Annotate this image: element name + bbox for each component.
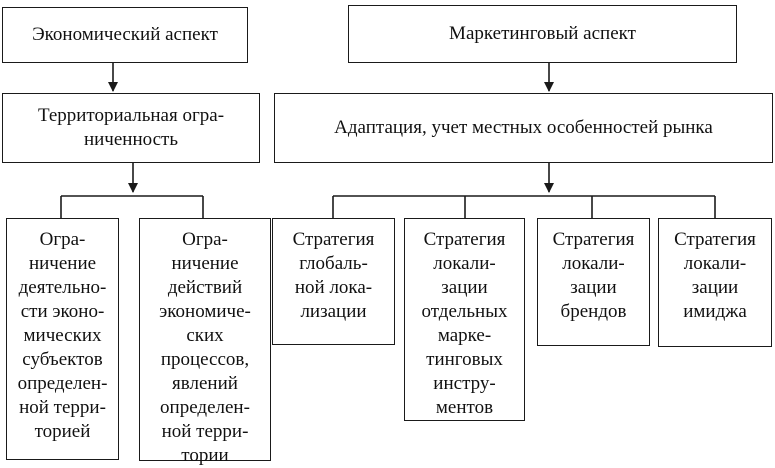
left-child-label-2: Огра- ничение действий экономиче- ских п… xyxy=(159,229,251,466)
left-child-box-1: Огра- ничение деятельно- сти эконо- миче… xyxy=(6,218,119,460)
right-child-label-1: Стратегия глобаль- ной лока- лизации xyxy=(292,229,375,322)
right-child-box-3: Стратегия локали- зации брендов xyxy=(537,218,650,346)
market-adaptation-label: Адаптация, учет местных особенностей рын… xyxy=(334,117,713,138)
territorial-limitation-box: Территориальная огра- ниченность xyxy=(2,93,260,163)
right-child-box-4: Стратегия локали- зации имиджа xyxy=(658,218,772,347)
right-child-label-2: Стратегия локали- зации отдельных марке-… xyxy=(421,229,508,418)
right-child-label-3: Стратегия локали- зации брендов xyxy=(552,229,635,322)
right-child-box-1: Стратегия глобаль- ной лока- лизации xyxy=(272,218,395,345)
left-child-label-1: Огра- ничение деятельно- сти эконо- миче… xyxy=(17,229,108,442)
left-child-box-2: Огра- ничение действий экономиче- ских п… xyxy=(139,218,271,466)
economic-aspect-box: Экономический аспект xyxy=(2,7,248,63)
marketing-aspect-box: Маркетинговый аспект xyxy=(348,5,737,63)
territorial-limitation-label: Территориальная огра- ниченность xyxy=(37,105,225,150)
right-child-box-2: Стратегия локали- зации отдельных марке-… xyxy=(404,218,525,421)
marketing-aspect-label: Маркетинговый аспект xyxy=(449,23,636,44)
market-adaptation-box: Адаптация, учет местных особенностей рын… xyxy=(274,93,773,163)
economic-aspect-label: Экономический аспект xyxy=(32,24,218,45)
right-child-label-4: Стратегия локали- зации имиджа xyxy=(674,229,756,322)
